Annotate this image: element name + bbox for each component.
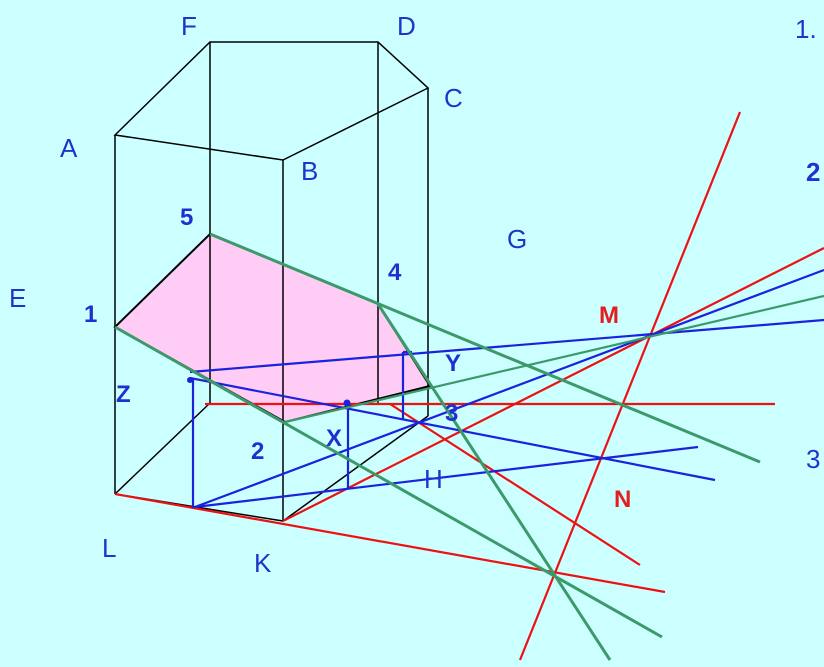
prism-edges <box>113 41 430 522</box>
label-C: C <box>444 83 463 113</box>
label-point-4: 4 <box>388 259 402 286</box>
bottom-edge-K-H <box>282 415 429 522</box>
bottom-edge-L-F <box>114 402 211 495</box>
label-M: M <box>599 302 619 329</box>
label-point-3: 3 <box>445 400 458 427</box>
label-point-5: 5 <box>180 204 193 231</box>
green-line-2-3 <box>284 294 824 424</box>
label-L: L <box>102 533 116 563</box>
label-A: A <box>60 133 78 163</box>
red-line-K-M <box>282 247 824 522</box>
red-lines <box>114 111 824 661</box>
label-X: X <box>326 425 342 452</box>
label-E: E <box>9 283 26 313</box>
blue-lines <box>187 268 824 509</box>
blue-line-Z-N <box>189 376 716 482</box>
green-line-5-4 <box>209 232 761 464</box>
label-F: F <box>181 11 197 41</box>
label-H: H <box>424 464 443 494</box>
green-line-1 <box>114 325 663 639</box>
red-line-M-N <box>518 111 742 661</box>
side-step-2: 2 <box>806 157 820 187</box>
label-D: D <box>397 11 416 41</box>
blue-line-base-M <box>194 268 824 509</box>
red-line-H <box>389 403 641 566</box>
blue-line-Z-M <box>189 318 824 374</box>
top-face <box>113 41 430 161</box>
label-point-1: 1 <box>84 301 97 328</box>
label-B: B <box>301 156 318 186</box>
label-point-2: 2 <box>251 438 264 465</box>
side-step-3: 3 <box>806 444 820 474</box>
label-N: N <box>614 486 631 513</box>
label-K: K <box>254 548 272 578</box>
intersection-labels: M N <box>599 302 631 513</box>
label-Z: Z <box>116 381 131 408</box>
label-G: G <box>507 224 527 254</box>
red-line-L <box>114 492 666 594</box>
green-line-4-3 <box>376 303 612 661</box>
green-lines <box>114 232 824 661</box>
blue-line-base-N <box>194 445 699 509</box>
side-text: 1. 2 3 <box>795 14 820 474</box>
side-step-1: 1. <box>795 14 817 44</box>
section-point-labels: 1 2 3 4 5 Z X Y <box>84 204 461 465</box>
point-X-dot <box>343 399 351 407</box>
label-Y: Y <box>445 350 461 377</box>
vertex-labels: F D C A B G E H L K <box>9 11 527 578</box>
point-Z-dot <box>187 377 193 383</box>
